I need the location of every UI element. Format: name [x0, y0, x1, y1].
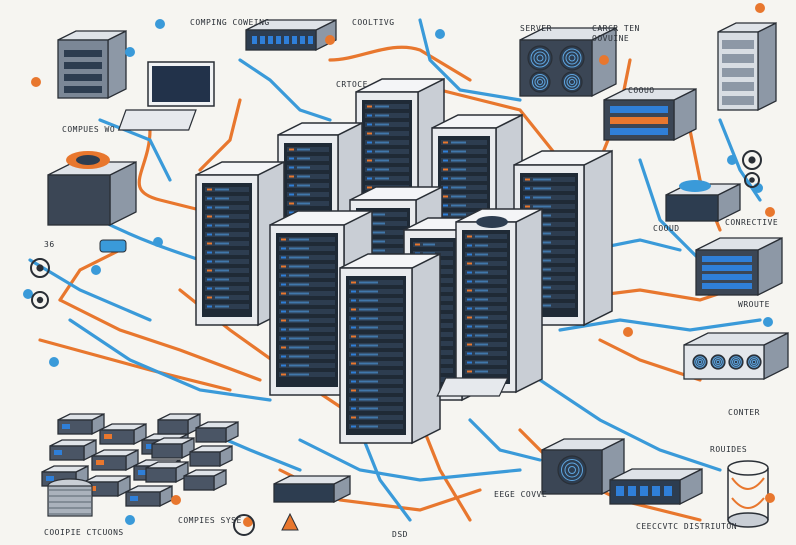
server-rack [195, 160, 285, 327]
indicator-dot [153, 237, 163, 247]
reel-icon [233, 514, 255, 536]
indicator-dot [23, 289, 33, 299]
blade-module [157, 412, 201, 436]
label-center: CONTER [728, 408, 760, 417]
server-rack [455, 207, 543, 394]
label-electric-distribution: CEECCVTC DISTRIUTON [636, 522, 738, 531]
blade-module [183, 468, 227, 492]
label-routes: ROUIDES [710, 445, 748, 454]
server-rack [339, 252, 441, 445]
label-server: SERVER [520, 24, 552, 33]
cone-icon [281, 512, 299, 531]
label-cloud-mid: COOUD [653, 224, 680, 233]
indicator-dot [243, 517, 253, 527]
blade-module [189, 444, 233, 468]
fan-icon [561, 71, 583, 93]
indicator-dot [125, 515, 135, 525]
fan-icon [746, 354, 762, 370]
fan-icon [527, 45, 553, 71]
storage-tower [717, 21, 777, 112]
fan-icon [529, 71, 551, 93]
server-box [57, 29, 127, 100]
label-cooling-units: COOIPIE CTCUONS [44, 528, 124, 537]
label-number: 36 [44, 240, 55, 249]
indicator-dot [31, 77, 41, 87]
server-rack [355, 77, 445, 214]
blade-module [195, 420, 239, 444]
monitor-icon [117, 61, 215, 131]
fan-icon [557, 455, 587, 485]
peripheral-equipment [23, 3, 789, 536]
label-storage: CRTOCE [336, 80, 368, 89]
gear-icon [30, 258, 50, 278]
gear-icon [742, 150, 762, 170]
blade-module [99, 422, 147, 446]
label-edge: EEGE COVVE [494, 490, 548, 499]
label-connective: CONRECTIVE [725, 218, 779, 227]
indicator-dot [49, 357, 59, 367]
indicator-dot [763, 317, 773, 327]
indicator-dot [325, 35, 335, 45]
label-computing: COMPING COWEING [190, 18, 270, 27]
label-compute-wo: COMPUES WO [62, 125, 116, 134]
distribution-rack [609, 467, 703, 506]
label-compute-sys: COMPIES SYSE [178, 516, 242, 525]
label-cooling: COOLTIVG [352, 18, 395, 27]
power-unit [273, 474, 351, 504]
indicator-dot [599, 55, 609, 65]
blade-module [125, 484, 173, 508]
blade-module [145, 460, 189, 484]
cloud-storage-box [665, 180, 741, 223]
keyboard-icon [436, 377, 509, 397]
label-cloud-top: COOUO [628, 86, 655, 95]
gear-icon [31, 291, 49, 309]
connector-icon [99, 239, 127, 253]
indicator-dot [435, 29, 445, 39]
vent-grille [476, 216, 508, 228]
label-router: WROUTE [738, 300, 770, 309]
server-rack-cluster [195, 77, 613, 445]
indicator-dot [765, 207, 775, 217]
label-dsd: DSD [392, 530, 408, 539]
label-career: CARCR TEN OOVUINE [592, 24, 640, 43]
cooling-box [47, 151, 137, 227]
cooling-cylinder [47, 478, 93, 517]
blade-module [57, 412, 105, 436]
blade-module [49, 438, 97, 462]
gear-icon [744, 172, 760, 188]
indicator-dot [727, 155, 737, 165]
fan-icon [710, 354, 726, 370]
indicator-dot [765, 493, 775, 503]
blue-cables [28, 18, 762, 522]
fan-icon [559, 45, 585, 71]
indicator-dot [91, 265, 101, 275]
storage-module [603, 87, 697, 142]
indicator-dot [755, 3, 765, 13]
cooling-tower [727, 460, 769, 528]
blade-module [91, 448, 139, 472]
blade-module [151, 436, 195, 460]
indicator-dot [171, 495, 181, 505]
indicator-dot [623, 327, 633, 337]
fan-icon [692, 354, 708, 370]
indicator-dot [125, 47, 135, 57]
server-rack [269, 209, 373, 397]
indicator-dot [155, 19, 165, 29]
fan-icon [728, 354, 744, 370]
storage-stack [695, 236, 783, 297]
